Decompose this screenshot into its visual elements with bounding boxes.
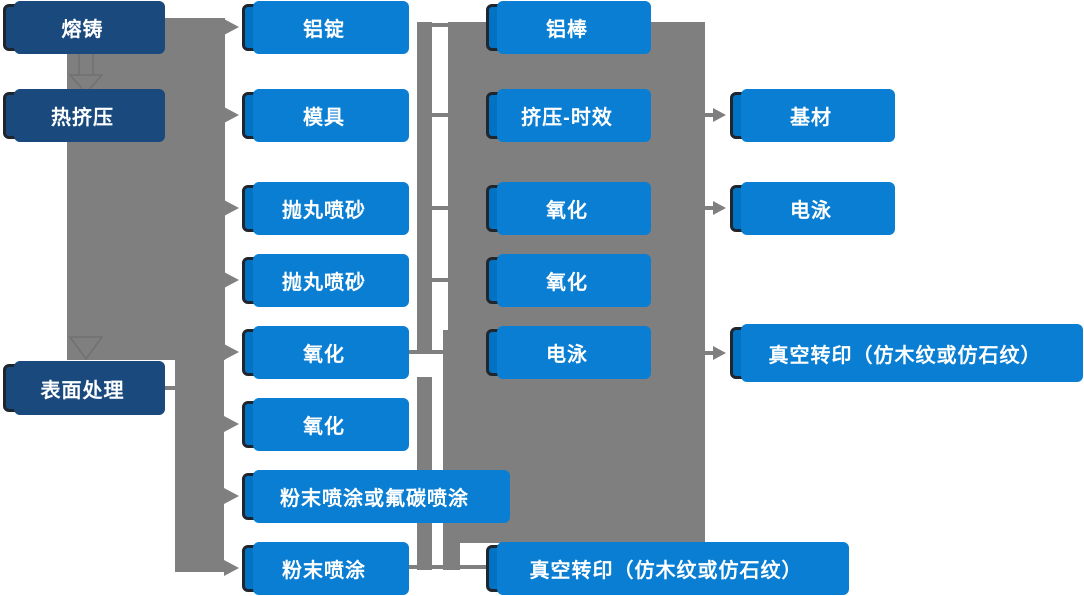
node-shot-blast-2: 抛丸喷砂 [242, 254, 409, 307]
node-label: 抛丸喷砂 [282, 200, 366, 222]
link-row3 [432, 206, 450, 210]
node-label: 真空转印（仿木纹或仿石纹） [529, 560, 803, 582]
node-electrophoresis-a: 电泳 [486, 326, 651, 379]
node-base-material: 基材 [730, 89, 895, 142]
link-row8 [406, 565, 490, 569]
node-vacuum-transfer-b: 真空转印（仿木纹或仿石纹） [730, 324, 1083, 382]
node-extrusion-aging: 挤压-时效 [486, 89, 651, 142]
link-row2 [432, 113, 450, 117]
connector-surface-bar [175, 358, 224, 572]
node-label: 粉末喷涂 [282, 560, 366, 582]
link-row4 [432, 278, 450, 282]
node-label: 挤压-时效 [521, 107, 613, 129]
node-label: 模具 [303, 107, 345, 129]
node-shot-blast-1: 抛丸喷砂 [242, 182, 409, 235]
node-label: 真空转印（仿木纹或仿石纹） [768, 344, 1042, 367]
arrow-to-aluminum-ingot-icon [224, 19, 239, 35]
arrow-to-powder-fluorocarbon-icon [224, 488, 239, 504]
stub-to-vacuum-transfer [704, 351, 714, 355]
node-surface-treatment: 表面处理 [3, 361, 165, 415]
arrow-to-shot-blast-1-icon [224, 200, 239, 216]
link-surface-treatment [162, 386, 177, 390]
arrow-to-oxidation-1-icon [224, 344, 239, 360]
node-mold: 模具 [242, 89, 409, 142]
link-row5 [406, 350, 460, 354]
stub-to-electrophoresis [704, 206, 714, 210]
arrow-to-powder-coating-icon [224, 560, 239, 576]
arrow-down-to-hot-extrusion-icon [68, 50, 104, 94]
node-aluminum-ingot: 铝锭 [242, 1, 409, 54]
node-label: 电泳 [790, 200, 832, 222]
node-label: 表面处理 [40, 379, 125, 402]
node-label: 熔铸 [61, 19, 104, 41]
node-electrophoresis-b: 电泳 [730, 182, 895, 235]
arrow-to-shot-blast-2-icon [224, 272, 239, 288]
node-melt-cast: 熔铸 [3, 1, 165, 54]
link-row1 [432, 23, 450, 27]
node-label: 铝棒 [546, 19, 588, 41]
node-oxidation-d: 氧化 [486, 254, 651, 307]
node-label: 氧化 [546, 272, 588, 294]
node-label: 粉末喷涂或氟碳喷涂 [280, 488, 469, 510]
node-powder-coating: 粉末喷涂 [242, 542, 409, 595]
node-oxidation-a: 氧化 [242, 326, 409, 379]
node-label: 氧化 [303, 416, 345, 438]
arrow-to-vacuum-transfer-icon [713, 346, 726, 360]
connector-mid-bar-upper [417, 22, 432, 352]
node-oxidation-c: 氧化 [486, 182, 651, 235]
node-label: 铝锭 [303, 19, 345, 41]
stub-to-base-material [704, 113, 714, 117]
node-label: 氧化 [303, 344, 345, 366]
node-label: 抛丸喷砂 [282, 272, 366, 294]
node-powder-or-fluorocarbon: 粉末喷涂或氟碳喷涂 [242, 470, 510, 523]
node-hot-extrusion: 热挤压 [3, 89, 165, 142]
node-aluminum-rod: 铝棒 [486, 1, 651, 54]
node-label: 基材 [790, 107, 832, 129]
node-label: 热挤压 [51, 107, 114, 129]
node-label: 氧化 [546, 200, 588, 222]
arrow-to-mold-icon [224, 107, 239, 123]
arrow-down-to-surface-treatment-icon [68, 336, 104, 361]
node-label: 电泳 [546, 344, 588, 366]
node-oxidation-b: 氧化 [242, 398, 409, 451]
arrow-to-electrophoresis-icon [713, 201, 726, 215]
arrow-to-base-material-icon [713, 108, 726, 122]
node-vacuum-transfer-a: 真空转印（仿木纹或仿石纹） [486, 542, 849, 595]
arrow-to-oxidation-2-icon [224, 416, 239, 432]
